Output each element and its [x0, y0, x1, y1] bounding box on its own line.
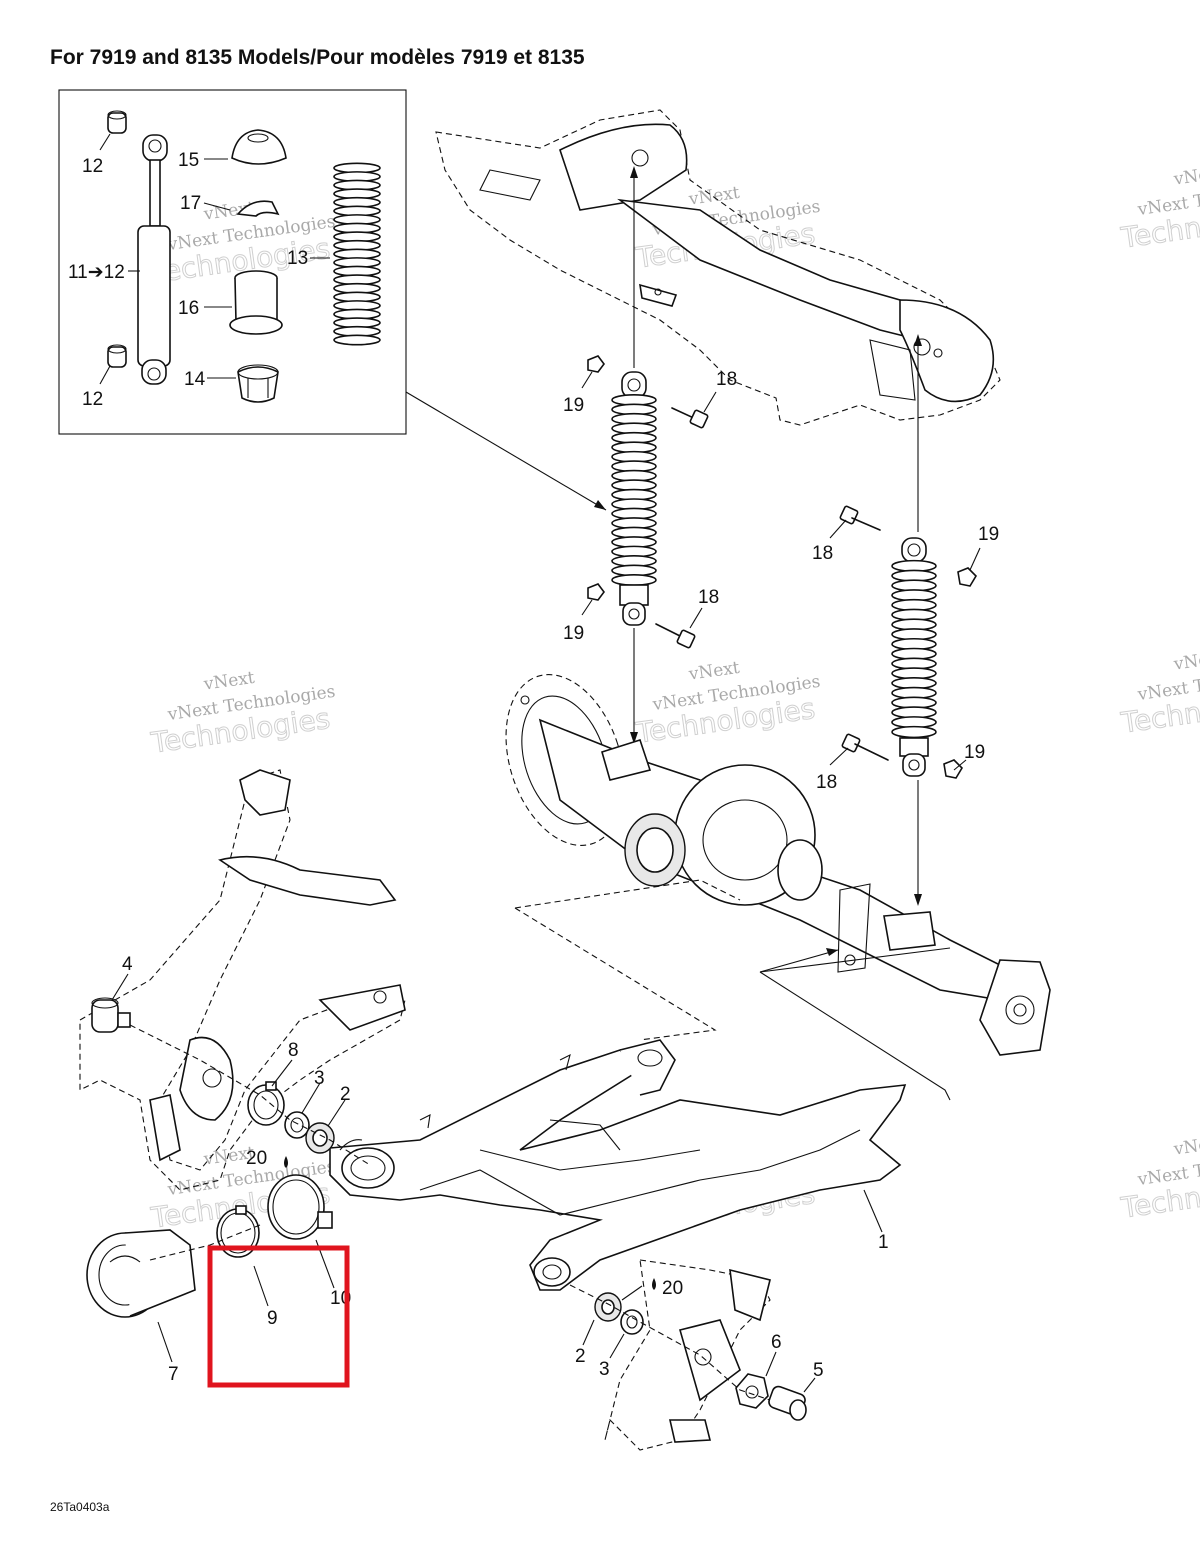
callout-20: 20 [662, 1278, 683, 1299]
callout-7: 7 [168, 1364, 179, 1385]
callout-labels: 12 15 17 11➔12 13 16 14 12 19 18 19 18 1… [68, 150, 999, 1385]
callout-11-to-12: 11➔12 [68, 262, 125, 283]
spring-cup-part-15 [231, 129, 287, 165]
grease-drop-icon [652, 1278, 656, 1290]
callout-19: 19 [563, 623, 584, 644]
spring-coil [611, 573, 657, 587]
watermark: vNext vNext Technologies Technologies [1118, 1133, 1200, 1225]
callout-18: 18 [698, 587, 719, 608]
callout-4: 4 [122, 954, 133, 975]
shock-absorber-right [891, 537, 937, 777]
callout-17: 17 [180, 193, 201, 214]
highlight-box [207, 1245, 350, 1388]
watermark-line1: vNext [687, 658, 741, 685]
callout-9: 9 [267, 1308, 278, 1329]
bolt-part-18-b [655, 623, 696, 649]
watermark: vNext vNext Technologies Technologies [148, 198, 337, 290]
clamp-part-8 [247, 1081, 285, 1126]
callout-2: 2 [575, 1346, 586, 1367]
clamp-part-10 [267, 1174, 333, 1240]
bolt-part-5 [768, 1385, 807, 1421]
callout-16: 16 [178, 298, 199, 319]
watermark-line1: vNext [1172, 163, 1200, 190]
callout-12: 12 [82, 156, 103, 177]
callout-14: 14 [184, 369, 206, 390]
callout-18: 18 [816, 772, 837, 793]
callout-19: 19 [563, 395, 584, 416]
watermark-line1: vNext [687, 183, 741, 210]
callout-8: 8 [288, 1040, 299, 1061]
callout-18: 18 [812, 543, 833, 564]
retainer-clip-part-17 [236, 200, 280, 217]
bushing-part-12-bottom [107, 344, 127, 368]
bearing-part-2-right [594, 1292, 622, 1322]
watermark: vNext vNext Technologies Technologies [148, 668, 337, 760]
callout-19: 19 [978, 524, 999, 545]
rear-axle-assembly [505, 674, 1051, 1056]
watermark: vNext vNext Technologies Technologies [633, 658, 822, 750]
watermark-line1: vNext [202, 668, 256, 695]
bearing-part-2-left [305, 1122, 335, 1154]
callout-12: 12 [82, 389, 103, 410]
bumper-part-4 [91, 997, 131, 1033]
spring-coil [333, 334, 381, 346]
swingarm-dashed-outline [514, 879, 951, 1101]
callout-2: 2 [340, 1084, 351, 1105]
callout-leaders [111, 371, 981, 1393]
bolt-part-18-d [841, 733, 889, 761]
nut-part-6 [735, 1373, 769, 1409]
watermark-line1: vNext [1172, 648, 1200, 675]
arrow-head-icon [594, 500, 606, 510]
shock-absorber-left [611, 371, 657, 626]
callout-6: 6 [771, 1332, 782, 1353]
seal-part-3-right [620, 1309, 644, 1335]
swing-arm-part-1 [329, 1039, 907, 1291]
callout-13: 13 [287, 248, 308, 269]
watermark: vNext vNext Technologies Technologies [1118, 163, 1200, 255]
shock-absorber-part-11 [137, 134, 171, 385]
adjuster-ring-part-14 [237, 364, 279, 403]
coil-spring-part-13 [333, 162, 381, 346]
nut-part-19-c [957, 567, 978, 587]
rear-frame [435, 109, 1001, 426]
shock-breakdown-inset [58, 89, 607, 511]
pivot-axis-lines [129, 1024, 771, 1401]
callout-3: 3 [314, 1068, 325, 1089]
bolt-part-18-a [671, 407, 709, 429]
watermark-line1: vNext [1172, 1133, 1200, 1160]
boot-part-7 [86, 1229, 196, 1318]
callout-19: 19 [964, 742, 985, 763]
callout-5: 5 [813, 1360, 824, 1381]
nut-part-19-b [587, 583, 605, 601]
watermark-group: vNext vNext Technologies Technologies vN… [148, 163, 1200, 1235]
callout-20: 20 [246, 1148, 267, 1169]
figure-code: 26Ta0403a [50, 1500, 110, 1514]
seal-part-3-left [284, 1111, 310, 1139]
bolt-part-18-c [839, 505, 881, 531]
callout-1: 1 [878, 1232, 889, 1253]
page-title: For 7919 and 8135 Models/Pour modèles 79… [50, 46, 585, 69]
grease-drop-icon [284, 1156, 288, 1168]
callout-15: 15 [178, 150, 199, 171]
lower-frame [79, 769, 771, 1451]
assembly-arrows [630, 166, 922, 906]
callout-18: 18 [716, 369, 737, 390]
nut-part-19-d [943, 759, 964, 779]
watermark: vNext vNext Technologies Technologies [1118, 648, 1200, 740]
clamp-part-9 [216, 1205, 260, 1258]
bushing-part-12-top [107, 110, 127, 134]
callout-3: 3 [599, 1359, 610, 1380]
nut-part-19-a [587, 355, 605, 373]
spring-coil [891, 725, 937, 739]
sleeve-part-16 [229, 270, 283, 335]
